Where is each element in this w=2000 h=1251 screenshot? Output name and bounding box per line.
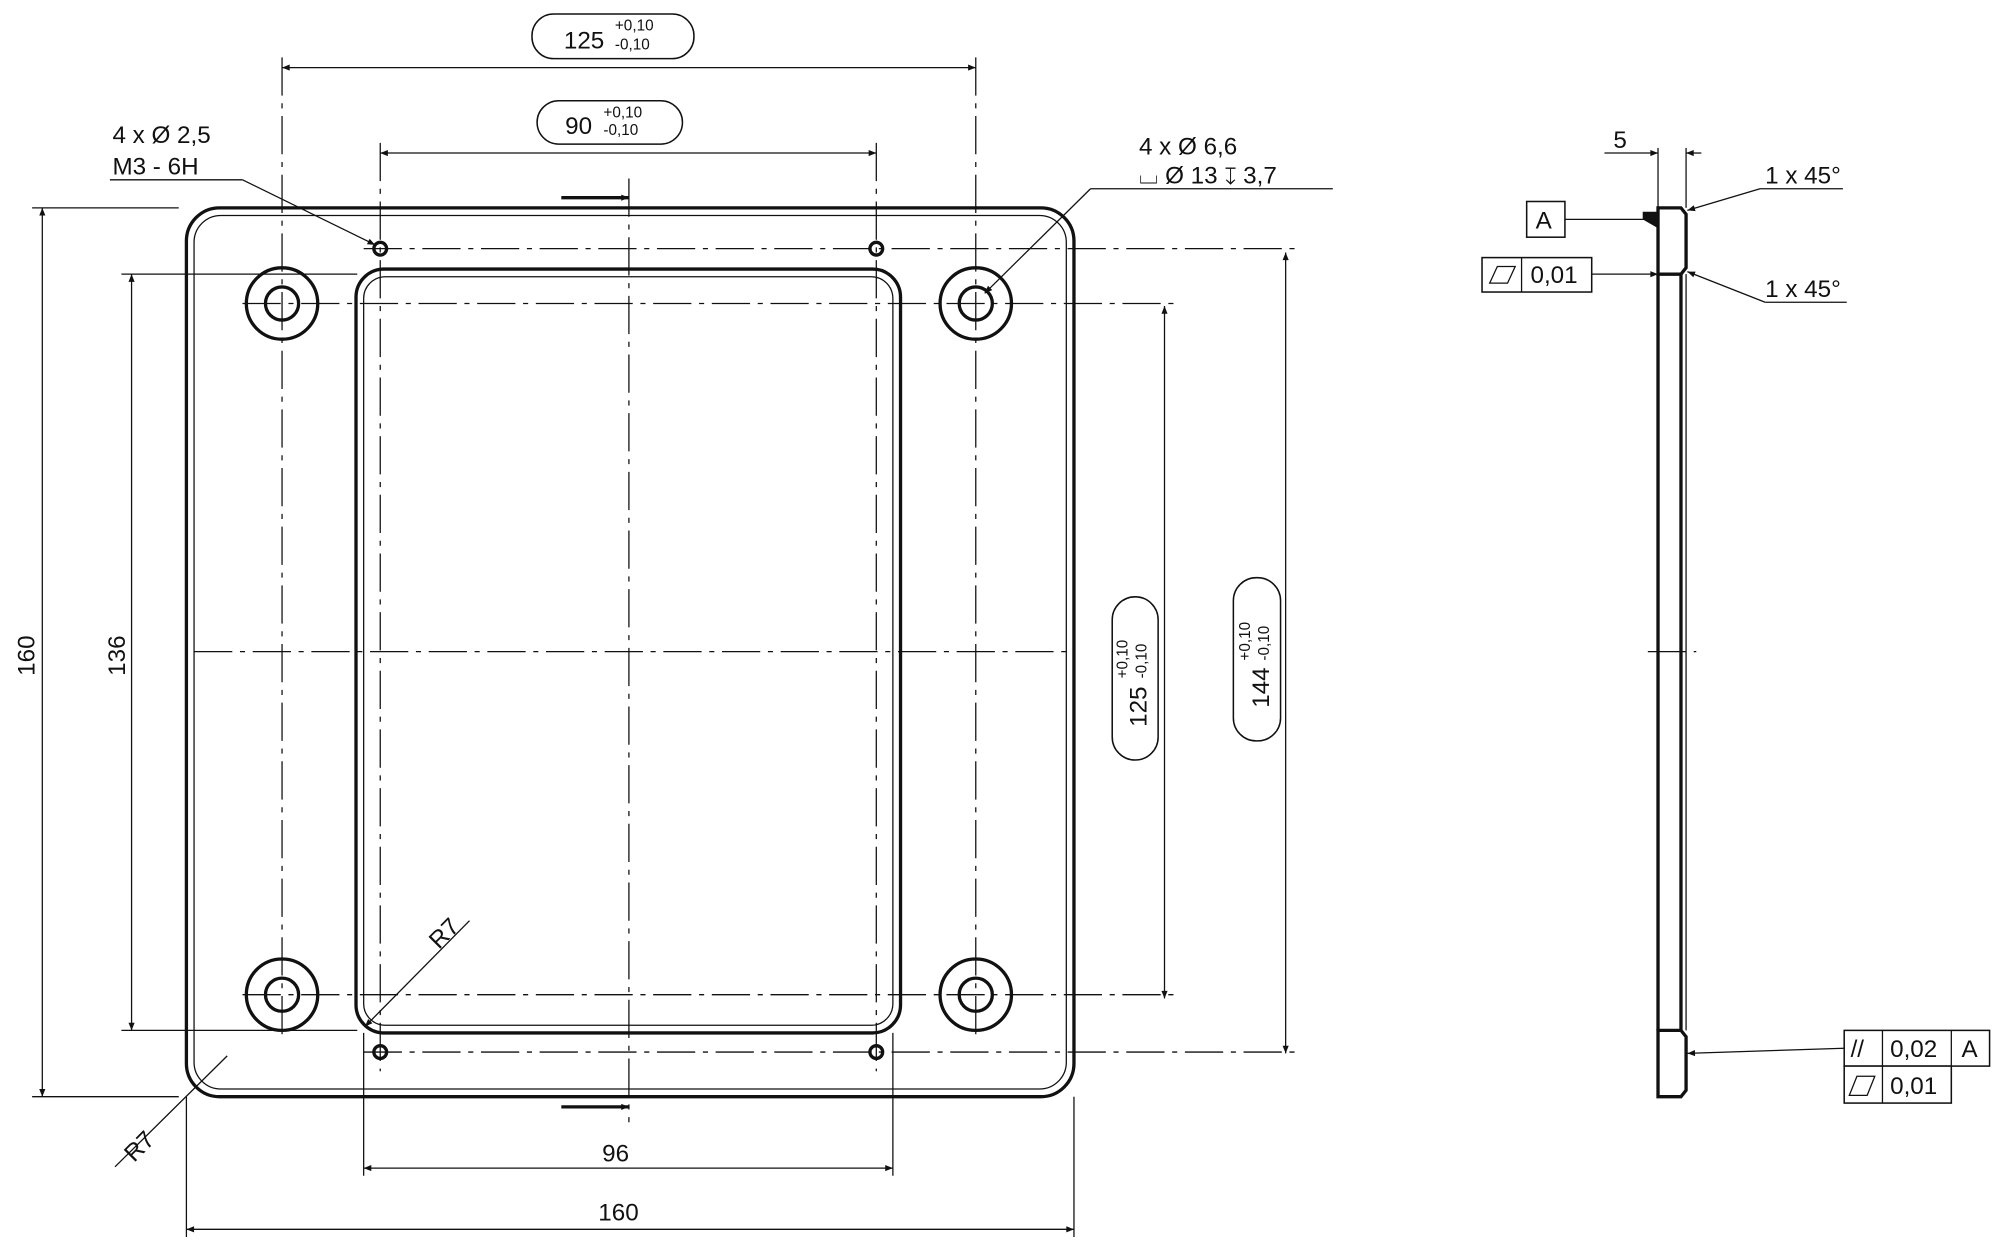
center-lines — [194, 57, 1295, 1123]
svg-text:R7: R7 — [119, 1126, 160, 1167]
flatness-frame-top: 0,01 — [1481, 256, 1659, 293]
section-arrows — [561, 194, 629, 1110]
flatness-icon — [1488, 265, 1517, 284]
svg-text:160: 160 — [598, 1199, 638, 1226]
svg-text:-0,10: -0,10 — [603, 122, 638, 139]
svg-text:125: 125 — [1126, 686, 1153, 726]
dimension-96: 96 — [363, 1032, 894, 1176]
dimension-144: 144 +0,10 -0,10 — [1232, 252, 1289, 1054]
svg-text:96: 96 — [602, 1141, 629, 1168]
svg-text:+0,10: +0,10 — [1115, 640, 1132, 679]
svg-text:-0,10: -0,10 — [1134, 644, 1151, 679]
svg-text:+0,10: +0,10 — [615, 18, 654, 35]
plate-chamfer-line — [193, 214, 1067, 1090]
counterbore-callout: 4 x Ø 6,6 ⌴ Ø 13 ↧ 3,7 — [984, 133, 1333, 294]
datum-a: A — [1525, 200, 1659, 238]
svg-text:0,02: 0,02 — [1890, 1036, 1937, 1063]
dimension-125-top: 125 +0,10 -0,10 — [282, 13, 976, 71]
flatness-icon — [1848, 1075, 1876, 1097]
dimension-160-horizontal: 160 — [185, 1096, 1075, 1237]
svg-text:-0,10: -0,10 — [615, 37, 650, 54]
svg-text:+0,10: +0,10 — [1237, 622, 1254, 661]
svg-text:M3 - 6H: M3 - 6H — [112, 154, 198, 181]
svg-text:136: 136 — [104, 635, 131, 675]
dimension-136: 136 — [104, 273, 358, 1032]
svg-text:⌴ Ø 13 ↧ 3,7: ⌴ Ø 13 ↧ 3,7 — [1139, 163, 1277, 190]
svg-text:4 x Ø 2,5: 4 x Ø 2,5 — [112, 122, 210, 149]
svg-text:0,01: 0,01 — [1890, 1073, 1937, 1100]
dimension-90: 90 +0,10 -0,10 — [380, 99, 877, 157]
plate-outline — [184, 206, 1076, 1099]
side-view: 5 1 x 45° 1 x 45° — [1604, 127, 1847, 1099]
svg-text:160: 160 — [14, 635, 41, 675]
front-view — [184, 57, 1295, 1123]
svg-text:125: 125 — [564, 27, 604, 54]
svg-text:-0,10: -0,10 — [1256, 626, 1273, 661]
parallelism-icon: // — [1851, 1036, 1865, 1063]
svg-text:0,01: 0,01 — [1530, 262, 1577, 289]
dimension-125-vertical: 125 +0,10 -0,10 — [1111, 306, 1168, 999]
dimension-160-vertical: 160 — [14, 207, 179, 1098]
svg-text:4 x Ø 6,6: 4 x Ø 6,6 — [1139, 133, 1237, 160]
thickness-dimension: 5 — [1613, 127, 1626, 154]
svg-text:90: 90 — [565, 113, 592, 140]
svg-text:A: A — [1536, 207, 1553, 234]
chamfer-top-callout: 1 x 45° — [1765, 163, 1841, 190]
svg-text:R7: R7 — [424, 913, 465, 954]
outer-radius-callout: R7 — [114, 1055, 228, 1168]
svg-text:144: 144 — [1248, 667, 1275, 707]
svg-text:+0,10: +0,10 — [603, 104, 642, 121]
chamfer-second-callout: 1 x 45° — [1765, 276, 1841, 303]
parallelism-frame: // 0,02 A 0,01 — [1687, 1029, 1991, 1104]
threaded-hole-callout: 4 x Ø 2,5 M3 - 6H — [109, 122, 376, 246]
svg-text:A: A — [1962, 1036, 1979, 1063]
